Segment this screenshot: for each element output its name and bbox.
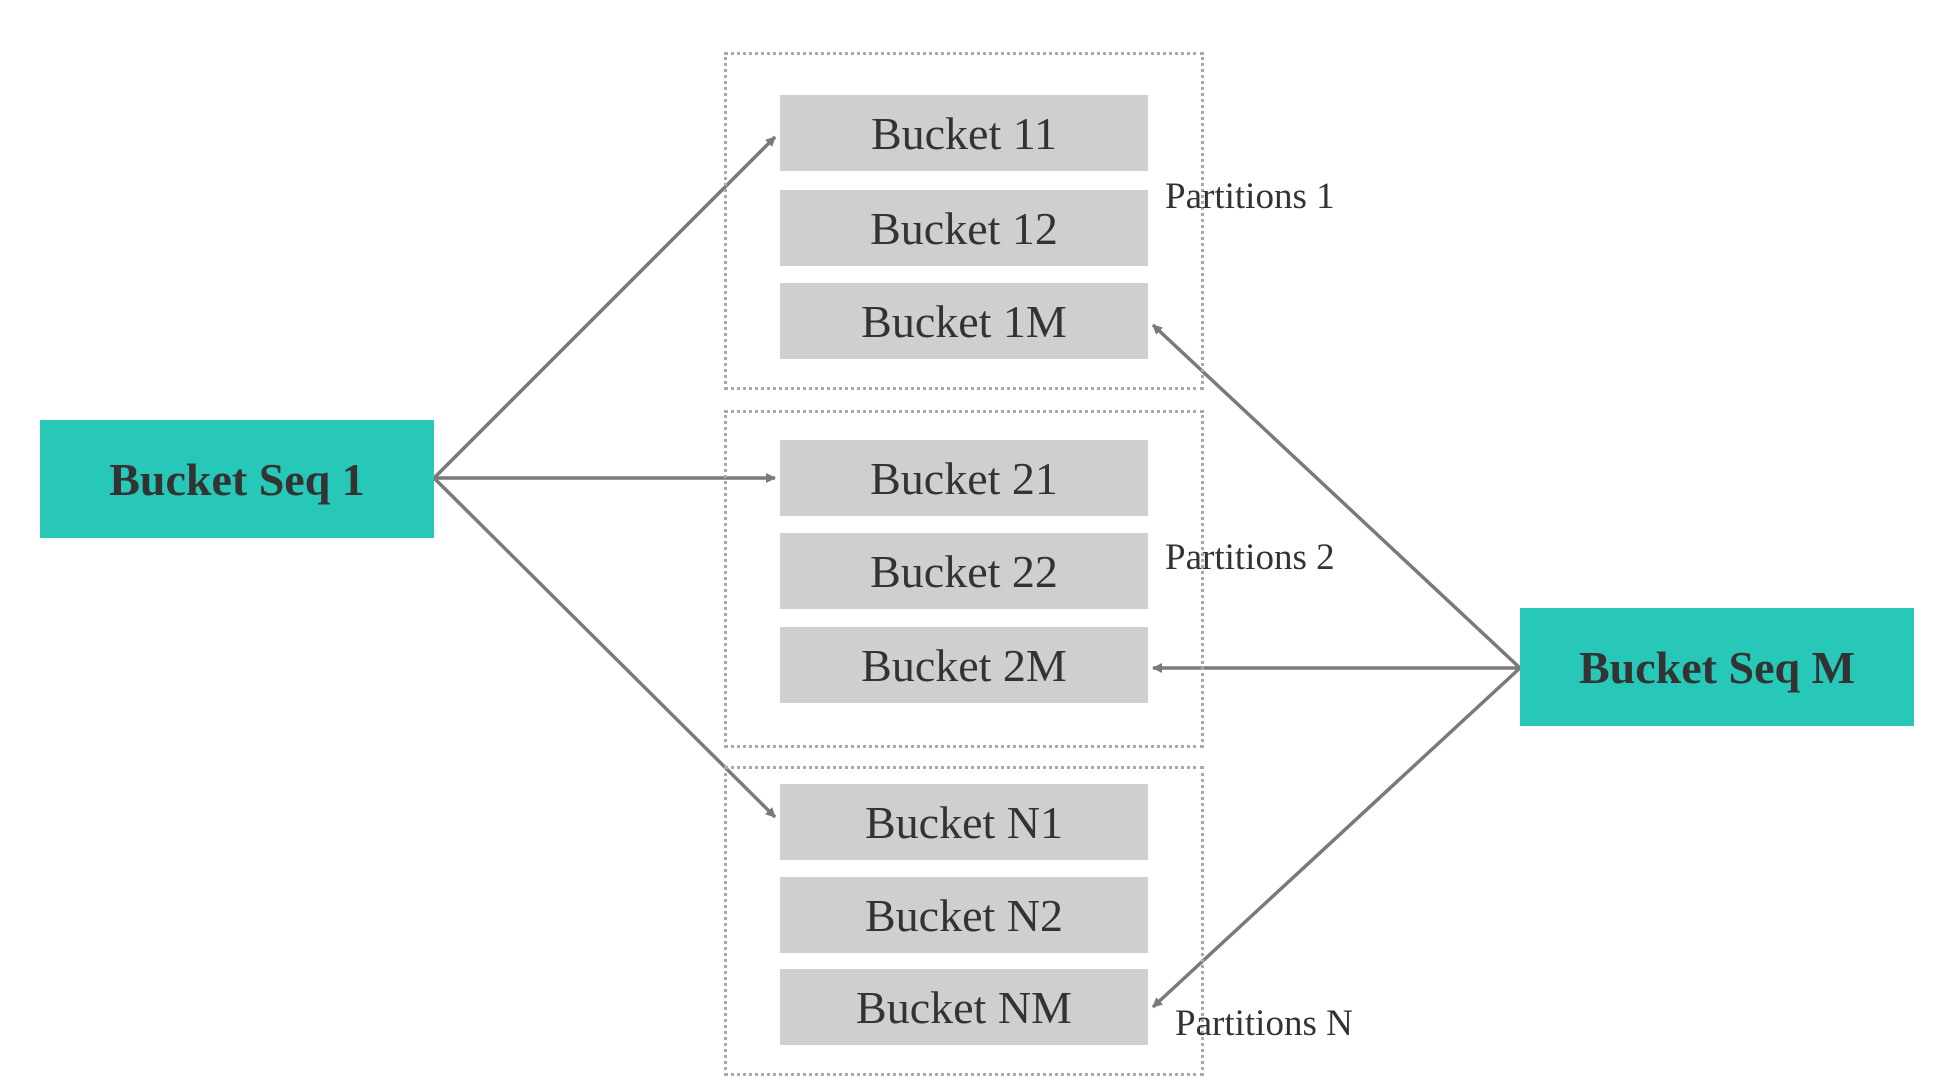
bucket-11: Bucket 11: [780, 95, 1148, 171]
arrow-seq1-to-bucket-11: [432, 135, 777, 480]
partition-label-1: Partitions 1: [1165, 176, 1335, 217]
bucket-seq-m-node: Bucket Seq M: [1520, 608, 1914, 726]
bucket-2m: Bucket 2M: [780, 627, 1148, 703]
bucket-n1: Bucket N1: [780, 784, 1148, 860]
bucket-12: Bucket 12: [780, 190, 1148, 266]
bucket-21: Bucket 21: [780, 440, 1148, 516]
partition-group-2: [724, 410, 1204, 748]
partition-group-n: [724, 766, 1204, 1076]
bucket-22: Bucket 22: [780, 533, 1148, 609]
partition-label-2: Partitions 2: [1165, 537, 1335, 578]
bucket-seq-1-node: Bucket Seq 1: [40, 420, 434, 538]
partition-label-n: Partitions N: [1175, 1003, 1353, 1044]
arrow-seqm-to-bucket-1m: [1151, 323, 1522, 670]
partition-group-1: [724, 52, 1204, 390]
bucket-n2: Bucket N2: [780, 877, 1148, 953]
arrow-seq1-to-bucket-n1: [432, 476, 777, 819]
bucket-nm: Bucket NM: [780, 969, 1148, 1045]
bucket-1m: Bucket 1M: [780, 283, 1148, 359]
arrow-seqm-to-bucket-nm: [1151, 666, 1522, 1009]
